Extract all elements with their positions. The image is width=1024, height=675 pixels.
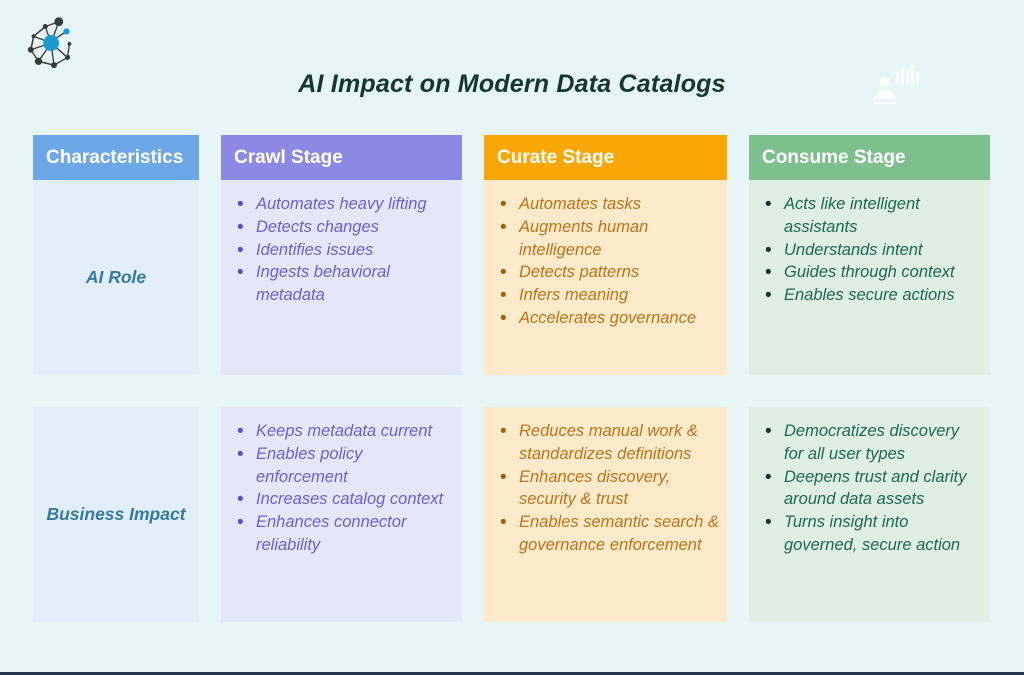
bullet-item: Accelerates governance [498,306,719,332]
bullet-item: Turns insight into governed, secure acti… [763,510,982,557]
bullet-item: Deepens trust and clarity around data as… [763,465,982,512]
bullet-item: Enables semantic search & governance enf… [498,510,719,557]
bullet-item: Ingests behavioral metadata [235,260,454,307]
column-characteristics: Characteristics AI Role Business Impact [33,135,199,622]
bullet-list: Automates heavy liftingDetects changesId… [235,192,454,307]
bullet-list: Reduces manual work & standardizes defin… [498,419,719,557]
column-crawl-stage: Crawl Stage Automates heavy liftingDetec… [221,135,462,622]
column-header: Curate Stage [484,135,727,180]
bullet-item: Automates heavy lifting [235,192,454,218]
bullet-item: Enables secure actions [763,283,982,309]
bullet-list: Acts like intelligent assistantsUndersta… [763,192,982,309]
bullet-list: Keeps metadata currentEnables policy enf… [235,419,454,557]
bullet-item: Enables policy enforcement [235,442,454,489]
bullet-item: Augments human intelligence [498,215,719,262]
speaking-person-icon [874,65,919,104]
bullet-item: Detects patterns [498,260,719,286]
column-header: Crawl Stage [221,135,462,180]
column-consume-stage: Consume Stage Acts like intelligent assi… [749,135,990,622]
bullet-item: Infers meaning [498,283,719,309]
column-curate-stage: Curate Stage Automates tasksAugments hum… [484,135,727,622]
curate-business-impact-cell: Reduces manual work & standardizes defin… [484,407,727,622]
network-graph-logo [27,17,72,69]
bullet-item: Detects changes [235,215,454,241]
curate-ai-role-cell: Automates tasksAugments human intelligen… [484,180,727,375]
row-label-business-impact: Business Impact [33,407,199,622]
bullet-item: Enhances connector reliability [235,510,454,557]
bullet-item: Acts like intelligent assistants [763,192,982,239]
bullet-item: Guides through context [763,260,982,286]
bullet-item: Increases catalog context [235,487,454,513]
column-header: Characteristics [33,135,199,180]
bullet-item: Understands intent [763,238,982,264]
column-header: Consume Stage [749,135,990,180]
bullet-item: Enhances discovery, security & trust [498,465,719,512]
consume-business-impact-cell: Democratizes discovery for all user type… [749,407,990,622]
bullet-list: Democratizes discovery for all user type… [763,419,982,557]
consume-ai-role-cell: Acts like intelligent assistantsUndersta… [749,180,990,375]
bullet-item: Reduces manual work & standardizes defin… [498,419,719,466]
bullet-item: Identifies issues [235,238,454,264]
bullet-list: Automates tasksAugments human intelligen… [498,192,719,332]
bullet-item: Keeps metadata current [235,419,454,445]
crawl-ai-role-cell: Automates heavy liftingDetects changesId… [221,180,462,375]
bullet-item: Democratizes discovery for all user type… [763,419,982,466]
row-label-ai-role: AI Role [33,180,199,375]
page-title: AI Impact on Modern Data Catalogs [298,70,726,98]
crawl-business-impact-cell: Keeps metadata currentEnables policy enf… [221,407,462,622]
bullet-item: Automates tasks [498,192,719,218]
